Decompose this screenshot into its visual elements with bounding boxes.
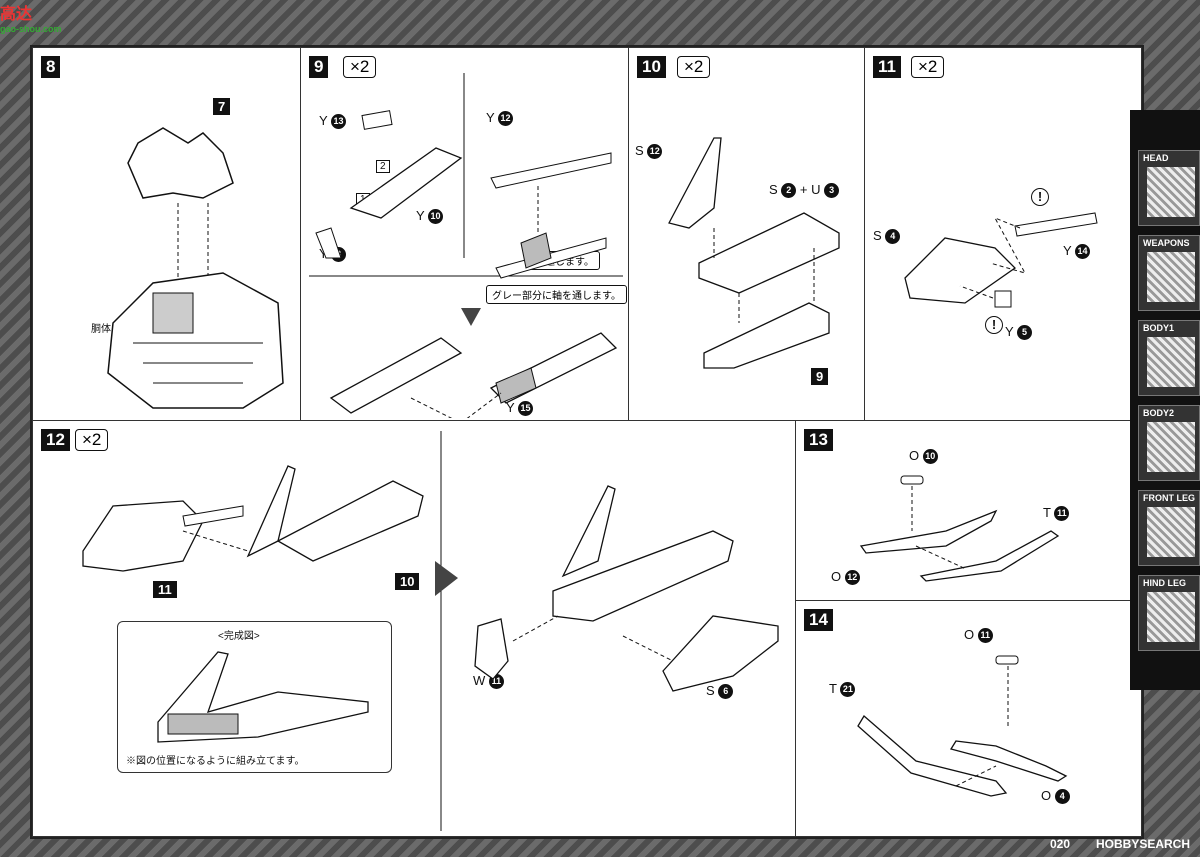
multiplier-badge: ×2 (677, 56, 711, 78)
sidebar-tab-body2[interactable]: BODY2 (1138, 405, 1200, 481)
part-y12: Y 12 (486, 110, 514, 127)
step-11-panel: 11 ×2 S 4 Y 14 Y 5 ! ! (864, 47, 1142, 422)
ref-tag-11: 11 (153, 581, 177, 598)
step-13-drawing (859, 475, 1060, 582)
sidebar-tab-head[interactable]: HEAD (1138, 150, 1200, 226)
step-11-drawing (904, 212, 1098, 308)
part-s12: S 12 (635, 143, 663, 160)
step-13-panel: 13 O 10 T 11 O 12 (795, 420, 1142, 602)
sidebar-tab-front-leg[interactable]: FRONT LEG (1138, 490, 1200, 566)
part-o12: O 12 (831, 569, 860, 586)
part-o10: O 10 (909, 448, 938, 465)
part-y15: Y 15 (506, 400, 534, 417)
step-14-drawing (857, 655, 1068, 797)
step-14-panel: 14 O 11 T 21 O 4 (795, 600, 1142, 837)
torso-assembly-drawing (107, 127, 284, 409)
step-9-panel: 9 ×2 Y 13 Y 10 Y 3 Y 12 1 2 裏返します。 グレー部分… (300, 47, 630, 422)
step-number: 8 (41, 56, 61, 78)
part-y5: Y 5 (1005, 324, 1033, 341)
step-12-panel: 12 ×2 11 10 W 11 S 6 <完成図> ※図の位置になるように組み… (32, 420, 797, 837)
part-o4: O 4 (1041, 788, 1070, 805)
part-s4: S 4 (873, 228, 901, 245)
part-label: 胴体 (91, 324, 111, 335)
step-number: 11 (873, 56, 901, 78)
warning-icon: ! (1031, 188, 1049, 206)
ref-tag-10: 10 (395, 573, 420, 590)
part-s6: S 6 (706, 683, 734, 700)
part-y14: Y 14 (1063, 243, 1091, 260)
note-shaft: グレー部分に軸を通します。 (486, 285, 627, 304)
section-sidebar: HEAD WEAPONS BODY1 BODY2 FRONT LEG HIND … (1130, 110, 1200, 690)
multiplier-badge: ×2 (75, 429, 109, 451)
sidebar-tab-hind-leg[interactable]: HIND LEG (1138, 575, 1200, 651)
step-number: 14 (804, 609, 833, 631)
step-9-drawing (309, 73, 623, 418)
part-y13: Y 13 (319, 113, 347, 130)
completion-title: <完成図> (218, 631, 260, 642)
part-o11: O 11 (964, 627, 993, 644)
multiplier-badge: ×2 (343, 56, 377, 78)
step-number: 9 (309, 56, 329, 78)
part-y10: Y 10 (416, 208, 444, 225)
step-number: 12 (41, 429, 70, 451)
part-t21: T 21 (829, 681, 856, 698)
part-s2-u3: S 2 + U 3 (769, 182, 840, 199)
page-number: 020 (1050, 837, 1071, 851)
multiplier-badge: ×2 (911, 56, 945, 78)
ref-tag: 7 (213, 98, 231, 115)
ref-tag: 9 (811, 368, 829, 385)
step-10-drawing (668, 137, 840, 369)
sidebar-tab-body1[interactable]: BODY1 (1138, 320, 1200, 396)
completion-drawing (157, 651, 369, 743)
part-t11: T 11 (1043, 505, 1070, 522)
seq-2: 2 (376, 160, 390, 173)
instruction-sheet: 8 7 胴体 9 ×2 Y 13 Y 10 Y 3 Y 12 1 2 裏返します… (30, 45, 1144, 839)
sidebar-tab-weapons[interactable]: WEAPONS (1138, 235, 1200, 311)
warning-icon: ! (985, 316, 1003, 334)
completion-note: ※図の位置になるように組み立てます。 (126, 756, 305, 767)
step-number: 10 (637, 56, 666, 78)
completion-view: <完成図> ※図の位置になるように組み立てます。 (117, 621, 392, 773)
step-8-panel: 8 7 胴体 (32, 47, 302, 422)
step-10-panel: 10 ×2 S 12 S 2 + U 3 9 (628, 47, 866, 422)
step-number: 13 (804, 429, 833, 451)
watermark: HOBBYSEARCH (1095, 837, 1190, 851)
step-12-drawing (82, 431, 779, 831)
